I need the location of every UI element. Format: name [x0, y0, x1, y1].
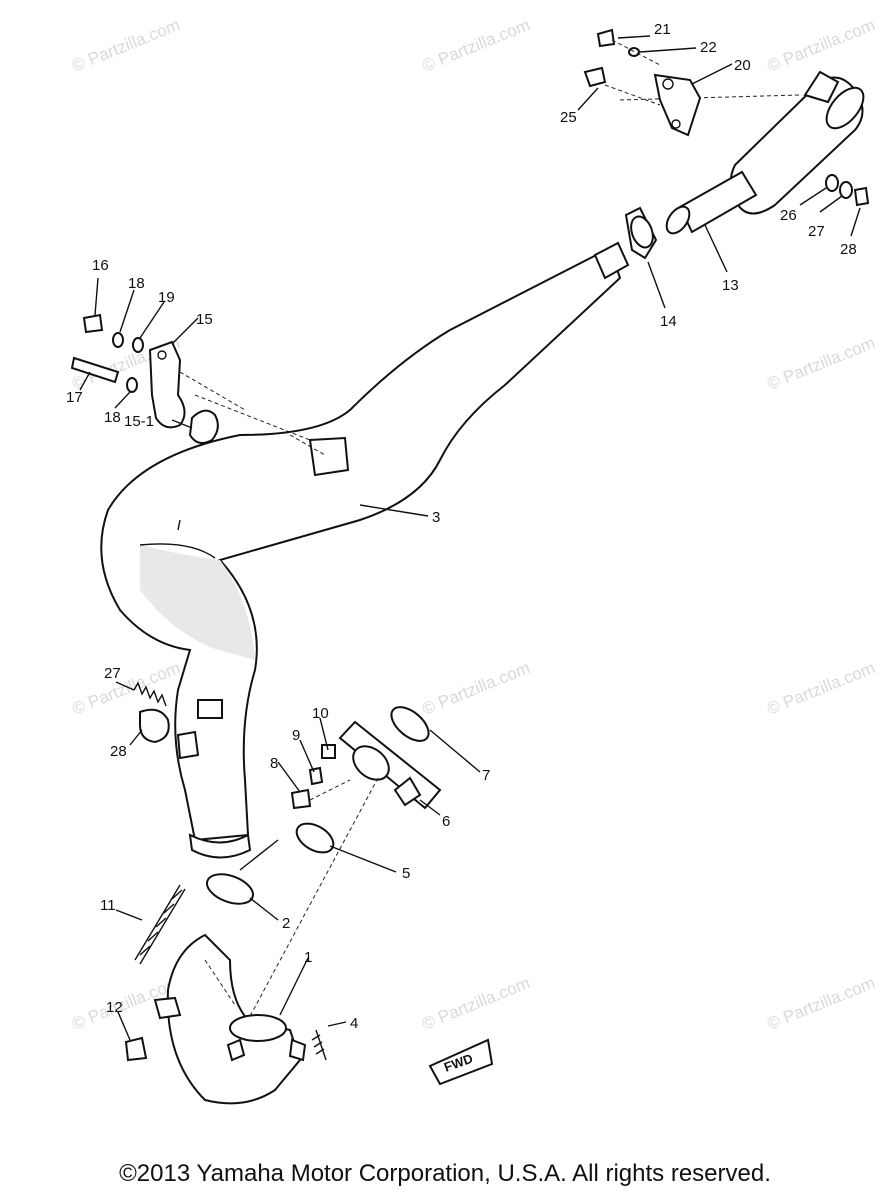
callout-15: 15	[196, 311, 213, 328]
callout-26: 28	[840, 241, 857, 258]
callout-4: 4	[350, 1015, 358, 1032]
callout-20: 20	[734, 57, 751, 74]
clamp-14	[624, 206, 658, 260]
callout-14: 14	[660, 313, 677, 330]
callout-10: 10	[312, 705, 329, 722]
callout-25: 27	[808, 223, 825, 240]
callout-1: 1	[304, 949, 312, 966]
callout-5: 5	[402, 865, 410, 882]
callout-22: 22	[700, 39, 717, 56]
watermark: © Partzilla.com	[69, 15, 182, 76]
callout-6: 6	[442, 813, 450, 830]
callout-12: 12	[106, 999, 123, 1016]
callout-28: 28	[110, 743, 127, 760]
callout-15-1: 15-1	[124, 413, 154, 430]
callout-17: 17	[66, 389, 83, 406]
callout-9: 9	[292, 727, 300, 744]
callout-18a: 18	[128, 275, 145, 292]
nut-washers	[825, 174, 870, 207]
exhaust-flange	[247, 706, 442, 1021]
watermark: © Partzilla.com	[419, 15, 532, 76]
callout-21: 21	[654, 21, 671, 38]
callout-3: 3	[432, 509, 440, 526]
callout-8: 8	[270, 755, 278, 772]
callout-27: 27	[104, 665, 121, 682]
watermark: © Partzilla.com	[69, 658, 182, 719]
callout-18b: 18	[104, 409, 121, 426]
o-ring-2	[206, 873, 254, 905]
callout-19: 19	[158, 289, 175, 306]
callout-11: 11	[100, 897, 116, 914]
callout-23: 25	[560, 109, 577, 126]
expansion-chamber	[100, 241, 630, 859]
callout-16: 16	[92, 257, 109, 274]
watermark: © Partzilla.com	[419, 973, 532, 1034]
callouts: 21 22 20 25 26 27 28 13 14 3 16 18 19 15…	[66, 21, 857, 1032]
copyright-notice: ©2013 Yamaha Motor Corporation, U.S.A. A…	[119, 1160, 771, 1187]
watermark: © Partzilla.com	[764, 15, 877, 76]
callout-24: 26	[780, 207, 797, 224]
fwd-arrow: FWD	[428, 1038, 494, 1086]
exhaust-elbow	[124, 884, 327, 1105]
mount-bracket-15	[70, 313, 246, 445]
callout-13: 13	[722, 277, 739, 294]
silencer	[619, 70, 865, 235]
spring-27-damper-28	[133, 681, 223, 760]
bracket-20	[583, 28, 702, 137]
callout-2: 2	[282, 915, 290, 932]
callout-7: 7	[482, 767, 490, 784]
watermark: © Partzilla.com	[764, 973, 877, 1034]
watermark: © Partzilla.com	[764, 658, 877, 719]
watermark: © Partzilla.com	[419, 658, 532, 719]
watermark: © Partzilla.com	[764, 333, 877, 394]
leader-lines	[79, 35, 861, 1041]
